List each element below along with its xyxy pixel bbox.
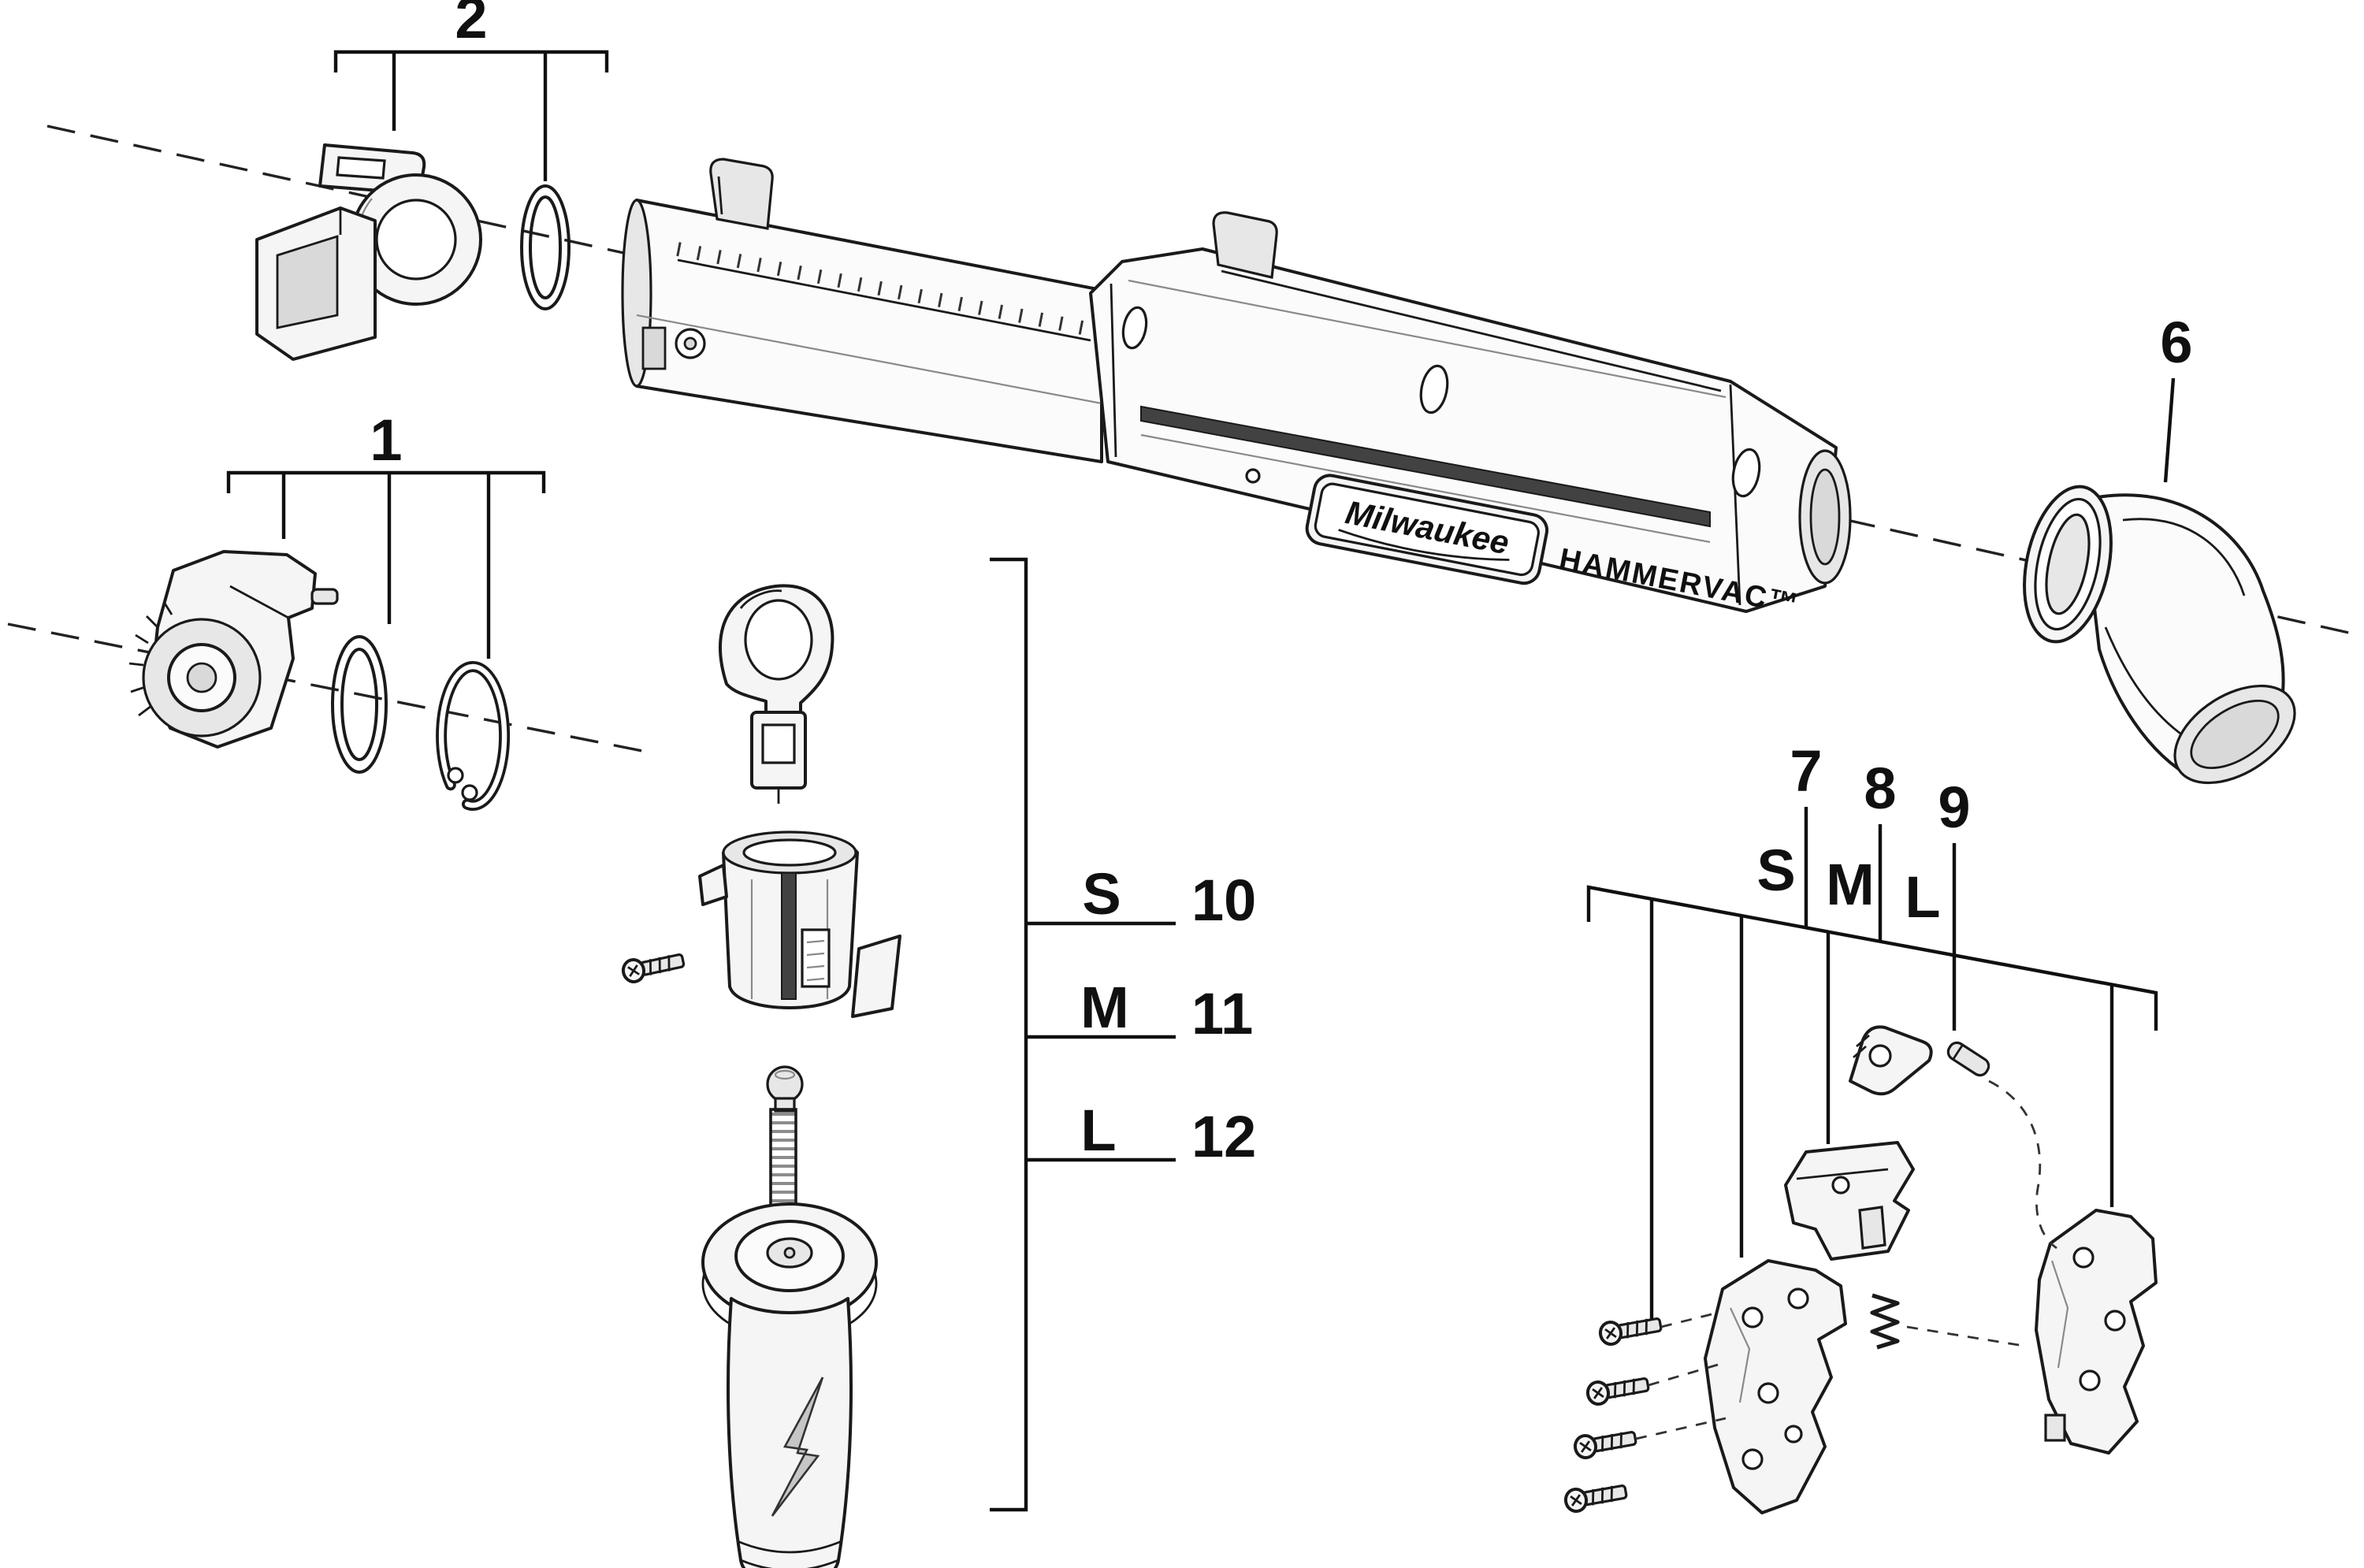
callout-1-group: 1 xyxy=(226,407,546,659)
callout-11-label: 11 xyxy=(1191,981,1253,1046)
middle-bracket xyxy=(990,557,1028,1512)
callout-1-label: 1 xyxy=(370,407,402,473)
collar-screw xyxy=(619,947,687,986)
front-clip xyxy=(709,158,774,230)
size-m-label-right: M xyxy=(1826,852,1875,917)
collar-clamp xyxy=(698,830,859,1009)
callout-8-label: 8 xyxy=(1864,756,1896,821)
part-1-retaining-ring xyxy=(436,661,511,811)
wedge-plate xyxy=(851,934,901,1018)
clamp-bracket xyxy=(1784,1141,1915,1261)
part-2-o-ring xyxy=(520,184,571,310)
part-1-o-ring xyxy=(331,635,388,774)
strap-clamp xyxy=(719,584,834,804)
front-tube xyxy=(635,199,1103,463)
right-bracket xyxy=(1586,885,2158,1031)
brand-plate: Milwaukee xyxy=(1305,474,1549,585)
side-slot xyxy=(1140,405,1711,528)
callout-1-bracket xyxy=(226,470,546,493)
callout-10-label: 10 xyxy=(1191,868,1256,933)
callout-6-label: 6 xyxy=(2160,310,2192,375)
pin-assembly-dash xyxy=(1988,1079,2057,1250)
rear-clip xyxy=(1212,211,1278,279)
part-1-housing xyxy=(128,550,339,749)
right-bracket-plate xyxy=(2035,1209,2158,1455)
callout-2-group: 2 xyxy=(333,0,609,181)
callout-9-label: 9 xyxy=(1938,775,1970,840)
callout-12-label: 12 xyxy=(1191,1104,1256,1169)
part-9-pin xyxy=(1946,1041,1990,1077)
spring xyxy=(1870,1293,1900,1350)
size-l-label-left: L xyxy=(1080,1098,1116,1163)
thumb-screw xyxy=(766,1065,804,1212)
main-body-hammervac: Milwaukee HAMMERVAC™ xyxy=(621,158,1852,622)
lever-latch xyxy=(1849,1025,1933,1096)
centerline-bottom-left xyxy=(7,622,655,755)
callout-6-group: 6 xyxy=(2160,310,2193,483)
depth-scale-ticks xyxy=(676,242,1092,336)
lightning-bolt-graphic xyxy=(771,1377,824,1517)
callout-6-leader xyxy=(2163,377,2176,483)
right-callout-group: 7 8 9 S M L xyxy=(1586,738,2158,1321)
side-handle xyxy=(701,1202,878,1568)
mounting-screws xyxy=(1562,1312,1727,1515)
size-l-label-right: L xyxy=(1905,864,1940,930)
callout-7-label: 7 xyxy=(1790,738,1822,804)
size-m-label-left: M xyxy=(1080,975,1129,1040)
callout-2-bracket xyxy=(333,50,609,72)
callout-2-label: 2 xyxy=(455,0,487,50)
size-s-label-right: S xyxy=(1756,838,1795,903)
part-6-elbow xyxy=(2023,485,2296,785)
middle-bracket-group: S M L 10 11 12 xyxy=(990,557,1256,1512)
left-bracket-plate xyxy=(1704,1259,1847,1514)
size-s-label-left: S xyxy=(1082,861,1121,927)
spring-assembly-dash xyxy=(1906,1325,2024,1347)
part-2-housing xyxy=(255,143,482,361)
